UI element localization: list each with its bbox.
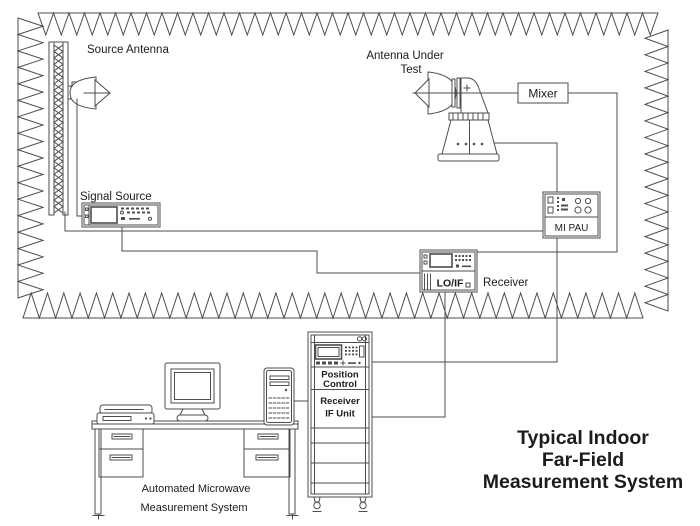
desktop-computer-tower [263, 367, 295, 426]
printer-body [96, 412, 155, 425]
pc-vent-grille [268, 397, 290, 419]
receiver-label: Receiver [483, 277, 529, 289]
mixer-box: Mixer [517, 82, 569, 104]
pedestal-base [437, 153, 500, 162]
desk-caption: Automated Microwave [142, 483, 251, 495]
tower-lattice-brace [53, 44, 64, 214]
monitor-base [176, 414, 209, 422]
signal-source-controls [120, 207, 152, 221]
aut-elbow-bracket [460, 77, 489, 114]
source-antenna-horn [67, 76, 111, 110]
monitor-case [164, 362, 221, 410]
drawer-handle [109, 454, 133, 461]
cabling [64, 92, 618, 418]
cable-signal-source-to-lo-if [121, 226, 421, 274]
drawer-handle [257, 433, 279, 440]
mi-pau-unit: MI PAU [542, 191, 601, 239]
monitor-neck [179, 408, 206, 416]
diagram-labels: Source Antenna Antenna Under Test Signal… [80, 44, 529, 514]
printer-paper-slot [102, 416, 132, 421]
receiver-if-unit-label: IF Unit [325, 409, 355, 420]
desk-leg-left [94, 428, 102, 515]
receiver-display [429, 253, 453, 268]
equipment-rack: Position Control Receiver IF Unit [307, 331, 373, 512]
antenna-under-test-label: Antenna Under [366, 50, 444, 62]
signal-source-instrument [81, 202, 161, 228]
absorber-column-left [16, 17, 45, 299]
title-line: Measurement System [483, 471, 684, 493]
anechoic-chamber [16, 11, 670, 320]
monitor-screen-frame [170, 368, 215, 404]
source-antenna-tower [48, 41, 69, 216]
cable-source-antenna-feed [76, 98, 83, 217]
mi-pau-connectors [547, 196, 592, 214]
diagram-title: Typical Indoor Far-Field Measurement Sys… [483, 427, 684, 493]
tower-rail-left [48, 41, 55, 216]
pc-drive-bay [269, 381, 290, 386]
rack-caster-wheels [312, 496, 368, 512]
absorber-row-bottom [22, 291, 644, 320]
mixer-label: Mixer [528, 87, 557, 101]
receiver-front-panel [423, 253, 471, 268]
cable-mixer-to-receiver [476, 92, 618, 253]
title-line: Far-Field [542, 449, 624, 471]
rack-controller-unit [314, 344, 365, 366]
receiver-vent-grille [424, 273, 431, 290]
absorber-row-top [37, 11, 659, 37]
cable-receiver-to-rack [371, 291, 446, 418]
signal-source-label: Signal Source [80, 191, 152, 203]
source-antenna-label: Source Antenna [87, 44, 169, 56]
desk-caption: Measurement System [141, 502, 248, 514]
desk-drawer-pedestal-left [98, 428, 144, 478]
position-control-label: Position [321, 370, 359, 381]
receiver-if-unit-label: Receiver [320, 396, 360, 407]
signal-source-display [90, 206, 118, 224]
controller-display [314, 344, 343, 360]
lo-if-label: LO/IF [437, 278, 464, 290]
drawer-handle [111, 433, 133, 440]
title-line: Typical Indoor [517, 427, 649, 449]
antenna-under-test-label: Test [400, 64, 422, 76]
printer [96, 404, 155, 425]
position-control-label: Control [323, 379, 357, 390]
cable-pedestal-to-mi-pau [493, 142, 558, 193]
drawer-handle [255, 454, 279, 461]
pedestal-flange-hatching [452, 112, 484, 121]
pc-drive-bay [269, 375, 290, 380]
crt-monitor [164, 362, 221, 422]
desk-drawer-pedestal-right [243, 428, 291, 478]
lo-if-receiver: LO/IF [419, 249, 478, 293]
absorber-column-right [643, 29, 670, 312]
tower-lattice-brace [53, 44, 64, 214]
mi-pau-label: MI PAU [555, 223, 589, 234]
monitor-screen [174, 372, 211, 400]
aut-positioner-pedestal [437, 112, 500, 162]
cable-mi-pau-to-rack [371, 237, 558, 363]
tower-rail-right [62, 41, 69, 216]
pc-power-button [284, 388, 288, 392]
cable-reference-to-mi-pau [64, 211, 544, 232]
